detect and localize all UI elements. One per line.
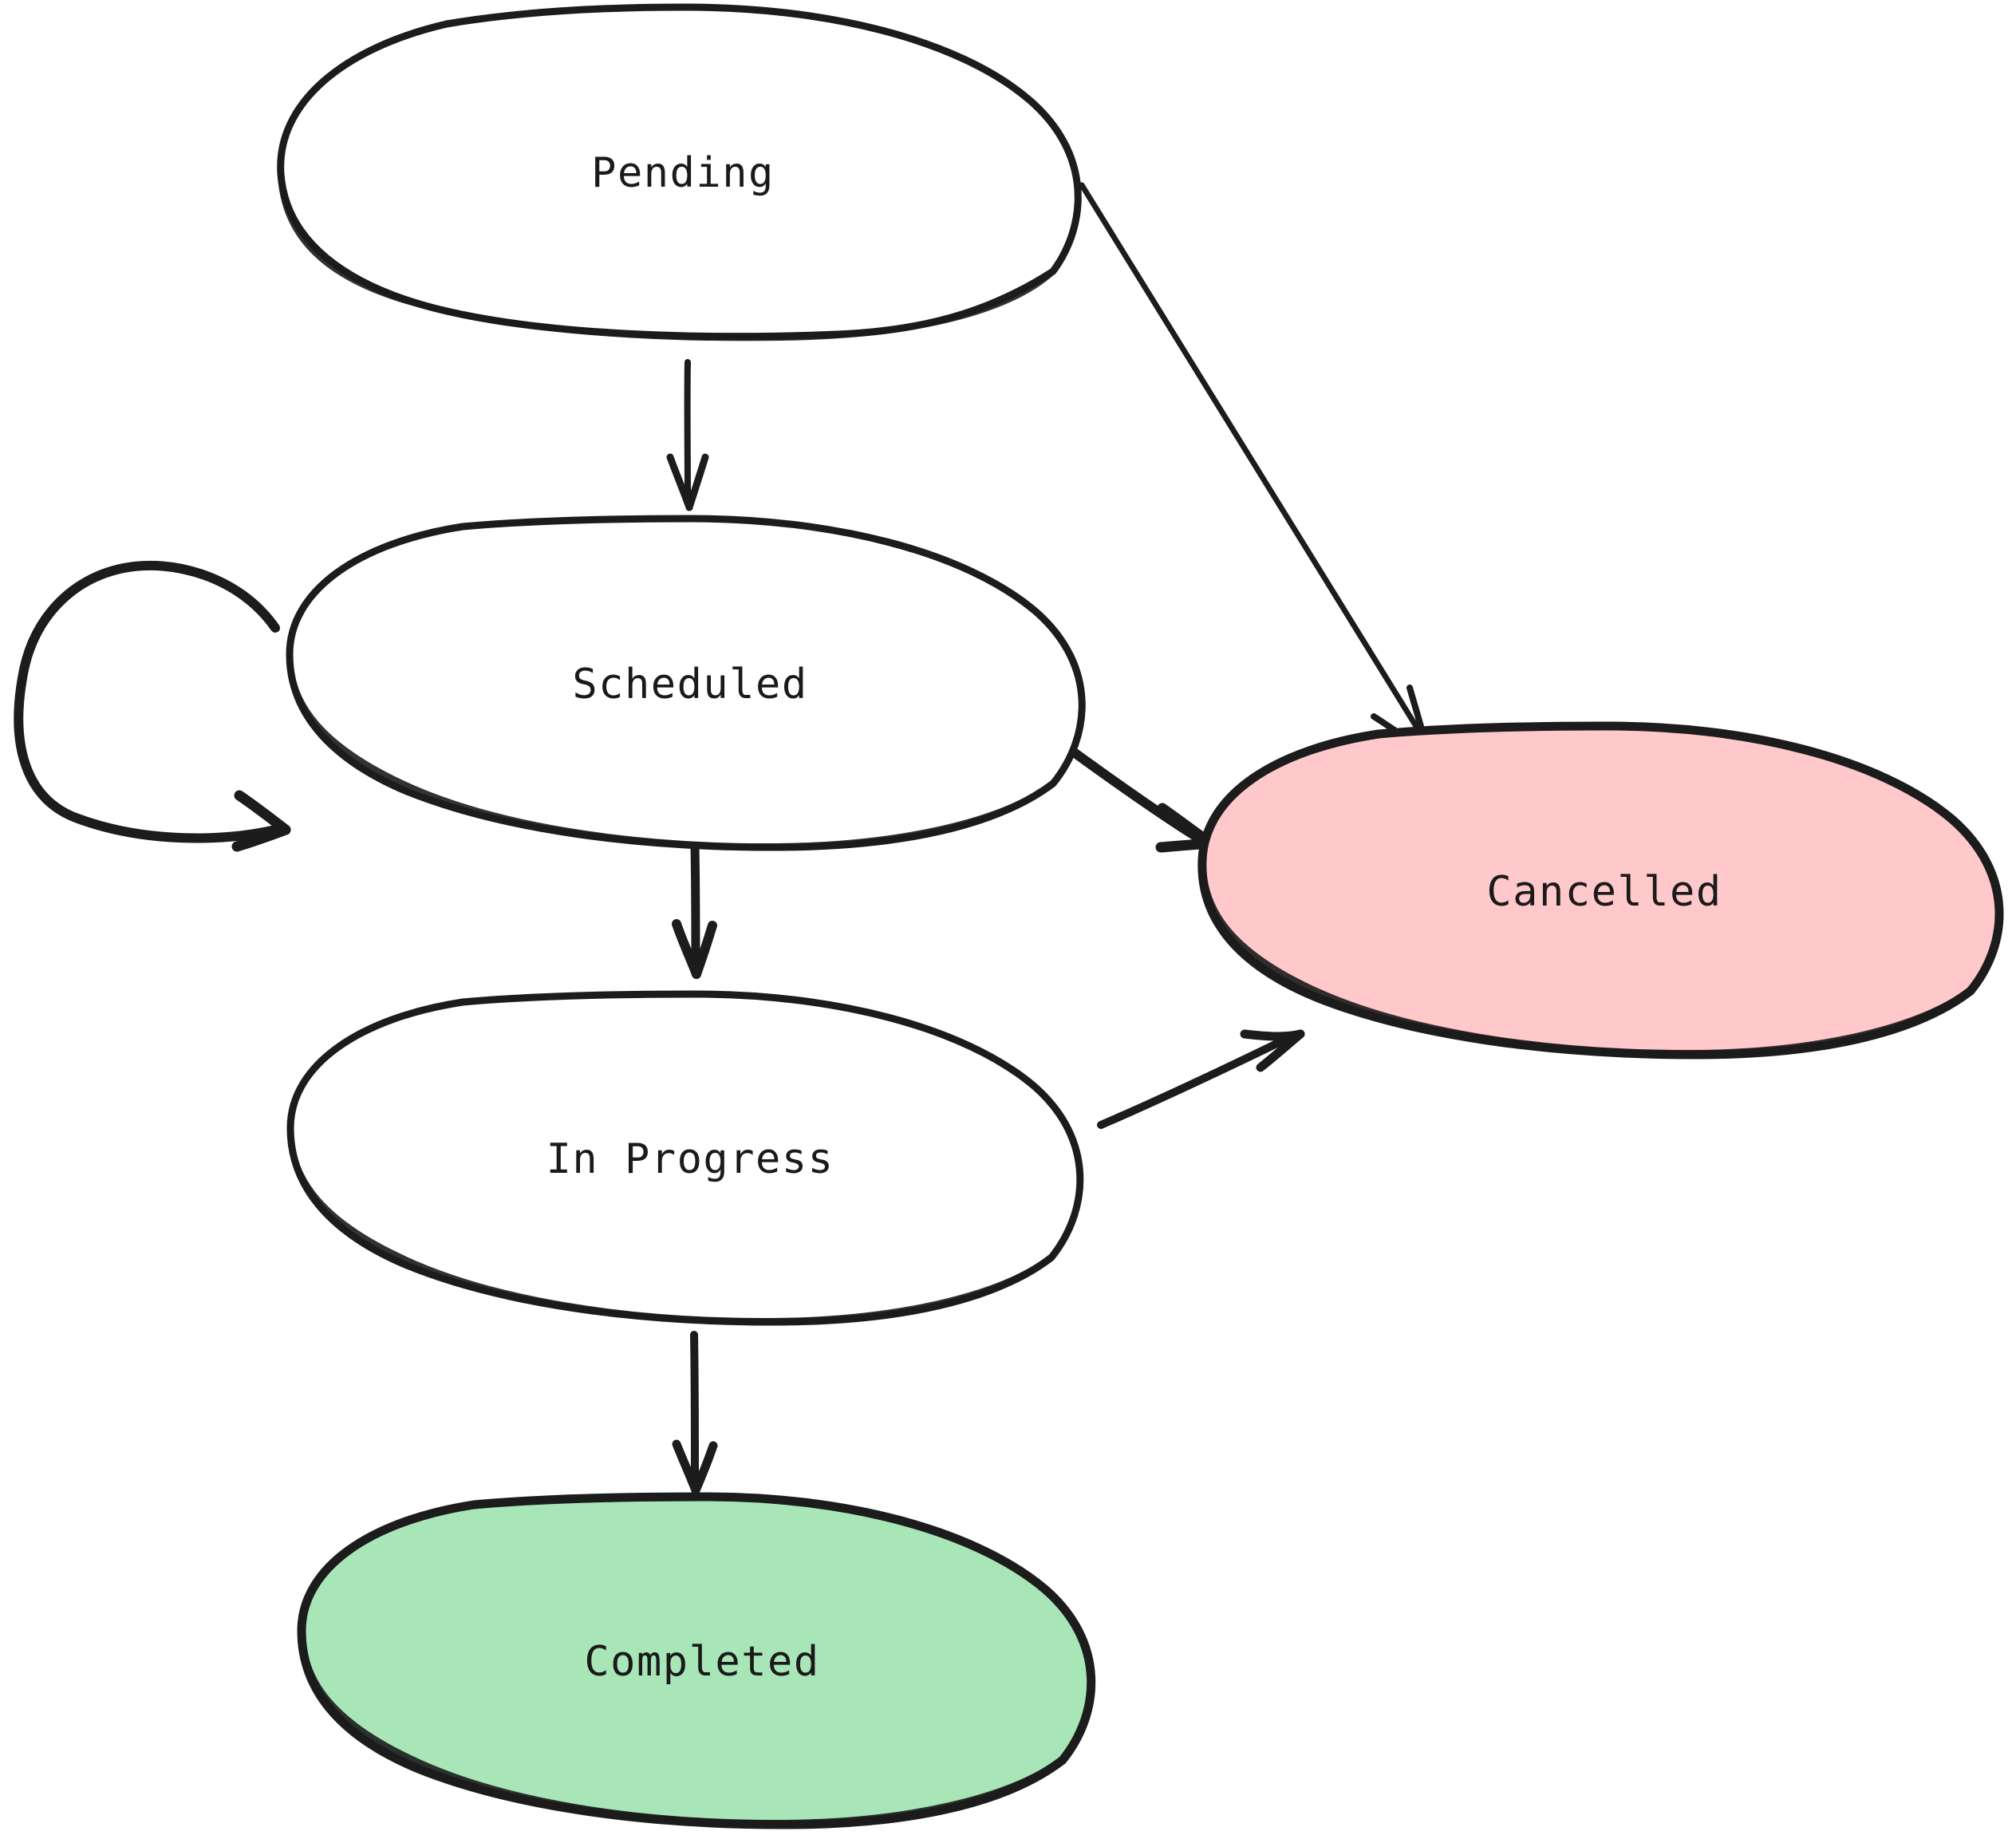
node-pending[interactable]: Pending: [277, 3, 1082, 341]
edge-scheduled-to-inprogress: [672, 842, 717, 979]
node-in-progress[interactable]: In Progress: [286, 990, 1084, 1326]
node-pending-label: Pending: [591, 149, 775, 197]
node-cancelled-label: Cancelled: [1486, 868, 1722, 916]
node-completed-label: Completed: [584, 1638, 819, 1686]
node-scheduled-label: Scheduled: [572, 661, 807, 708]
edge-inprogress-to-completed: [672, 1331, 718, 1495]
edge-inprogress-to-cancelled: [1097, 1029, 1305, 1129]
edge-scheduled-self-loop: [14, 560, 291, 852]
node-scheduled[interactable]: Scheduled: [286, 515, 1086, 851]
edge-scheduled-to-cancelled: [1054, 736, 1217, 853]
node-completed[interactable]: Completed: [297, 1492, 1096, 1829]
node-cancelled[interactable]: Cancelled: [1197, 721, 2004, 1060]
edge-pending-to-cancelled: [1079, 182, 1431, 756]
edge-pending-to-scheduled: [666, 359, 709, 511]
node-in-progress-label: In Progress: [546, 1135, 834, 1183]
